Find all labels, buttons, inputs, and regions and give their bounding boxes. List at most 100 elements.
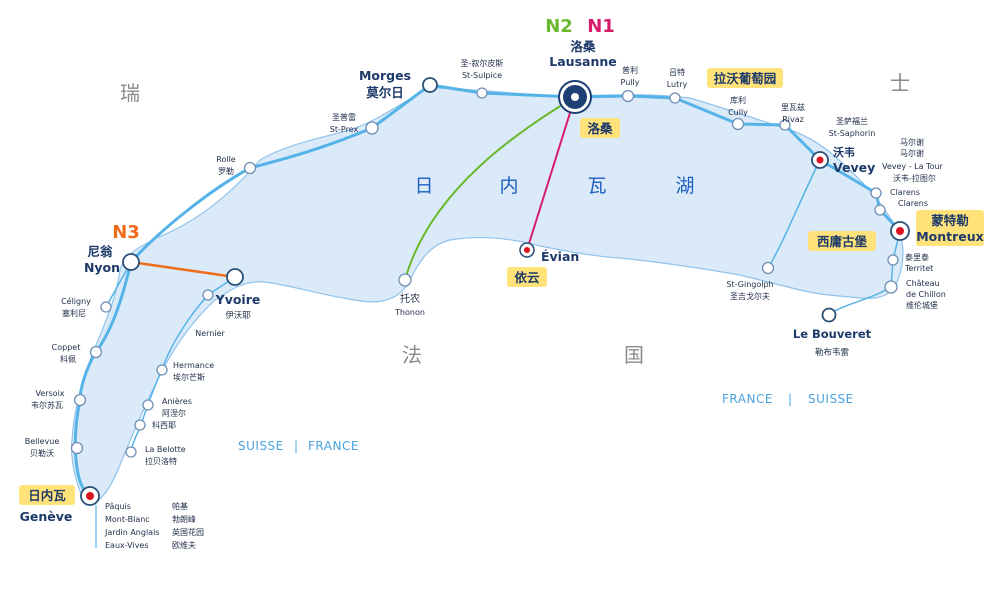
lausanne-tag-bg bbox=[580, 118, 620, 138]
lutry-cn: 吕特 bbox=[669, 67, 685, 77]
montreux-fr: Montreux bbox=[916, 229, 984, 244]
lausanne-cn: 洛桑 bbox=[570, 39, 596, 54]
station-bellevue[interactable]: Bellevue 贝勒沃 bbox=[25, 437, 84, 458]
station-st-gingolph[interactable]: St-Gingolph 圣吉戈尔夫 bbox=[726, 261, 775, 302]
montreux-tag-bg bbox=[916, 210, 984, 246]
hermance-cn: 埃尔芒斯 bbox=[173, 372, 205, 382]
station-versoix[interactable]: Versoix 韦尔苏瓦 bbox=[31, 389, 87, 410]
st-prex-fr: St-Prex bbox=[330, 125, 359, 134]
paquis-fr[interactable]: Pâquis bbox=[105, 502, 131, 511]
station-st-sulpice[interactable]: 圣-叙尔皮斯 St-Sulpice bbox=[461, 58, 504, 99]
country-switzerland-right: 士 bbox=[890, 71, 910, 95]
st-prex-cn: 圣普雷 bbox=[332, 112, 356, 122]
station-coppet[interactable]: Coppet 科佩 bbox=[52, 343, 103, 364]
station-rivaz[interactable]: 里瓦兹 Rivaz bbox=[779, 102, 805, 131]
clarens-fr-2: Clarens bbox=[898, 199, 928, 208]
territet-cn: 泰里泰 bbox=[905, 252, 929, 262]
station-corsier[interactable]: 科西耶 bbox=[134, 419, 176, 431]
route-tag-n3[interactable]: N3 bbox=[112, 222, 140, 243]
route-vevey-stgingolph bbox=[767, 159, 821, 269]
versoix-cn: 韦尔苏瓦 bbox=[31, 400, 63, 410]
station-anieres[interactable]: Anières 阿涅尔 bbox=[142, 396, 192, 418]
station-territet[interactable]: 泰里泰 Territet bbox=[887, 252, 933, 273]
eaux-vives-cn: 欧维夫 bbox=[172, 540, 196, 550]
pully-cn: 普利 bbox=[622, 65, 638, 75]
celigny-fr: Céligny bbox=[61, 296, 91, 306]
border-east-b: SUISSE bbox=[808, 392, 854, 406]
evian-tag-bg bbox=[507, 267, 547, 287]
station-rolle[interactable]: Rolle 罗勒 bbox=[216, 155, 257, 176]
station-st-prex[interactable]: 圣普雷 St-Prex bbox=[330, 112, 379, 135]
jardin-anglais-fr[interactable]: Jardin Anglais bbox=[104, 528, 159, 537]
station-evian[interactable]: Évian 依云 bbox=[507, 242, 579, 287]
jardin-anglais-cn: 英国花园 bbox=[172, 527, 204, 537]
station-pully[interactable]: 普利 Pully bbox=[621, 65, 640, 103]
lavaux-vineyards-tag: 拉沃葡萄园 bbox=[707, 68, 783, 88]
chateau-chillon-fr1: Château bbox=[906, 279, 940, 288]
rolle-cn: 罗勒 bbox=[218, 166, 234, 176]
country-france-right: 国 bbox=[624, 343, 644, 367]
station-lutry[interactable]: 吕特 Lutry bbox=[667, 67, 688, 104]
celigny-cn: 塞利尼 bbox=[62, 308, 86, 318]
lake-geneva-shape bbox=[71, 87, 904, 506]
station-montreux[interactable]: 蒙特勒 Montreux bbox=[890, 210, 984, 246]
route-tag-n1[interactable]: N1 bbox=[587, 16, 615, 37]
nyon-fr: Nyon bbox=[84, 260, 120, 275]
lausanne-tag: 洛桑 bbox=[587, 121, 613, 136]
station-yvoire[interactable]: Yvoire 伊沃耶 Nernier bbox=[195, 268, 260, 338]
morges-fr: Morges bbox=[359, 68, 411, 83]
chillon-tag: 西庸古堡 bbox=[817, 234, 868, 249]
anieres-fr: Anières bbox=[162, 396, 192, 406]
eaux-vives-fr[interactable]: Eaux-Vives bbox=[105, 541, 149, 550]
lake-name-char-4: 湖 bbox=[675, 175, 696, 197]
cully-fr: Cully bbox=[728, 108, 748, 117]
corsier-cn: 科西耶 bbox=[152, 420, 176, 430]
border-label-east: FRANCE | SUISSE bbox=[722, 392, 854, 406]
geneve-fr: Genève bbox=[20, 509, 73, 524]
route-tag-n2[interactable]: N2 bbox=[545, 16, 573, 37]
rolle-fr: Rolle bbox=[216, 155, 236, 164]
nyon-cn: 尼翁 bbox=[87, 244, 113, 259]
mont-blanc-cn: 勃朗峰 bbox=[172, 514, 196, 524]
cully-cn: 库利 bbox=[730, 95, 746, 105]
station-le-bouveret[interactable]: Le Bouveret 勒布韦雷 bbox=[793, 307, 872, 359]
st-gingolph-cn: 圣吉戈尔夫 bbox=[730, 291, 770, 301]
paquis-cn: 帕基 bbox=[172, 501, 188, 511]
station-celigny[interactable]: Céligny 塞利尼 bbox=[61, 296, 112, 318]
station-vevey[interactable]: 沃韦 Vevey bbox=[811, 145, 875, 175]
station-st-saphorin: 圣萨福兰 St-Saphorin bbox=[829, 116, 876, 138]
station-thonon[interactable]: 托农 Thonon bbox=[394, 273, 425, 317]
lausanne-fr: Lausanne bbox=[549, 54, 616, 69]
thonon-cn: 托农 bbox=[400, 292, 420, 305]
vevey-la-tour-fr: Vevey - La Tour bbox=[882, 162, 944, 171]
chateau-chillon-cn: 维伦城堡 bbox=[906, 300, 938, 310]
morges-cn: 莫尔日 bbox=[366, 85, 404, 100]
territet-fr: Territet bbox=[904, 264, 933, 273]
station-lausanne[interactable]: 洛桑 Lausanne 洛桑 bbox=[549, 39, 620, 138]
station-cully[interactable]: 库利 Cully bbox=[728, 95, 748, 131]
st-saphorin-fr: St-Saphorin bbox=[829, 129, 876, 138]
station-morges[interactable]: Morges 莫尔日 bbox=[359, 68, 438, 100]
coppet-cn: 科佩 bbox=[60, 354, 76, 364]
lutry-fr: Lutry bbox=[667, 80, 688, 89]
country-switzerland-left: 瑞 bbox=[120, 81, 140, 105]
station-hermance[interactable]: Hermance 埃尔芒斯 bbox=[156, 361, 214, 382]
pully-fr: Pully bbox=[621, 78, 640, 87]
rivaz-cn: 里瓦兹 bbox=[781, 102, 805, 112]
montreux-tag: 蒙特勒 bbox=[931, 213, 969, 228]
station-chateau-chillon[interactable]: Château de Chillon 维伦城堡 bbox=[884, 279, 946, 310]
route-french-shore bbox=[130, 294, 209, 453]
yvoire-cn: 伊沃耶 bbox=[225, 310, 251, 321]
station-la-belotte[interactable]: La Belotte 拉贝洛特 bbox=[125, 445, 186, 466]
vevey-fr: Vevey bbox=[833, 160, 875, 175]
border-east-sep: | bbox=[788, 392, 793, 406]
st-sulpice-cn: 圣-叙尔皮斯 bbox=[461, 58, 504, 68]
vevey-cn: 沃韦 bbox=[833, 145, 855, 159]
station-clarens[interactable]: Clarens Clarens bbox=[870, 187, 928, 216]
mont-blanc-fr[interactable]: Mont-Blanc bbox=[105, 515, 150, 524]
station-vevey-la-tour[interactable]: 马尔谢 马尔谢 Vevey - La Tour 沃韦-拉图尔 bbox=[882, 137, 944, 183]
station-nyon[interactable]: 尼翁 Nyon bbox=[84, 244, 140, 275]
station-geneve[interactable]: 日内瓦 Genève bbox=[19, 485, 100, 524]
